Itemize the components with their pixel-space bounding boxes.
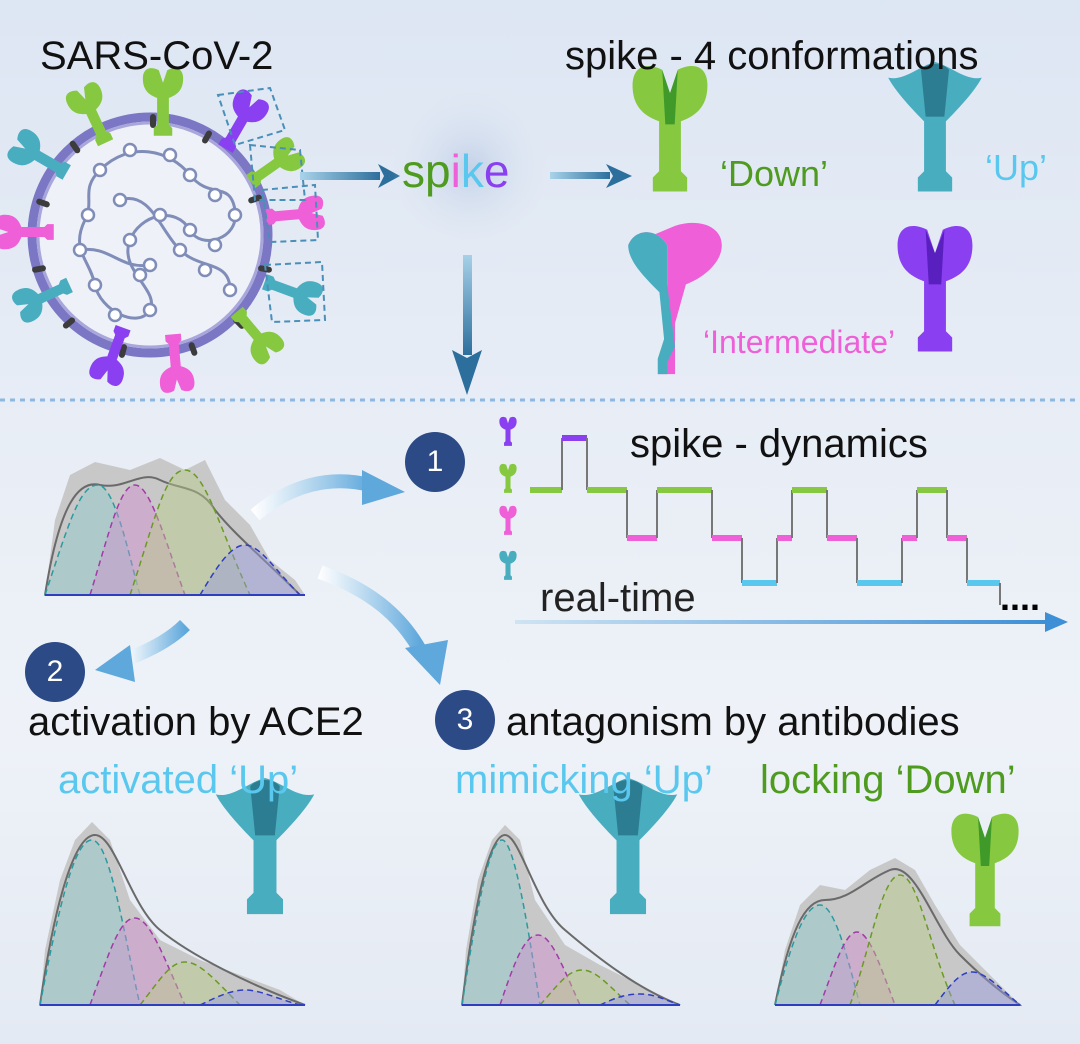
- arrow-spike-down: [452, 255, 482, 395]
- histogram-main: [43, 458, 305, 596]
- spike-letter-s: s: [402, 145, 425, 197]
- up-label: ‘Up’: [985, 147, 1048, 188]
- arrow-spike-to-conformations: [550, 164, 632, 188]
- histogram-locking: [774, 858, 1023, 1006]
- dynamics-trace: [530, 435, 1001, 605]
- curved-arrow-to-3: [317, 565, 448, 685]
- spike-mimicking-up: [578, 778, 678, 915]
- arrow-virus-to-spike: [300, 164, 400, 188]
- spike-letter-i: i: [450, 145, 461, 197]
- dynamics-title: spike - dynamics: [630, 422, 928, 466]
- curved-arrow-to-2: [95, 619, 190, 682]
- activation-title: activation by ACE2: [28, 700, 364, 744]
- spike-letter-p: p: [425, 145, 451, 197]
- spike-ace2-up: [215, 778, 315, 915]
- spike-locking-down: [951, 813, 1019, 927]
- spike-up-conformation: [888, 62, 982, 192]
- step-3-badge: 3: [435, 690, 495, 750]
- spike-intermediate-conformation: [628, 222, 722, 375]
- spike-glow: [392, 90, 548, 246]
- virus-title: SARS-CoV-2: [40, 34, 274, 78]
- realtime-label: real-time: [540, 576, 696, 620]
- antagonism-title: antagonism by antibodies: [506, 700, 960, 744]
- dynamics-legend-icons: [499, 416, 517, 580]
- spike-down-conformation: [632, 66, 708, 192]
- time-axis-arrow: [515, 612, 1068, 632]
- virus-spike-cyan-right: [258, 265, 325, 318]
- highlight-boxes: [216, 86, 327, 324]
- spike-letter-e: e: [483, 145, 510, 197]
- spike-letter-k: k: [460, 145, 484, 197]
- mimicking-up-label: mimicking ‘Up’: [455, 758, 713, 802]
- spike-label: spike: [402, 148, 509, 194]
- intermediate-label: ‘Intermediate’: [703, 324, 896, 360]
- conformations-title: spike - 4 conformations: [565, 34, 979, 78]
- rna-beads: [72, 142, 243, 323]
- histogram-ace2: [39, 822, 306, 1006]
- virus-particle: [0, 68, 327, 394]
- continuation-dots: ....: [1000, 577, 1041, 618]
- step-2-badge: 2: [25, 642, 85, 702]
- locking-down-label: locking ‘Down’: [760, 758, 1016, 802]
- spike-purple-conformation: [897, 226, 973, 352]
- activated-up-label: activated ‘Up’: [58, 758, 299, 802]
- step-1-badge: 1: [405, 432, 465, 492]
- histogram-mimicking: [461, 825, 681, 1006]
- membrane-proteins: [32, 114, 272, 358]
- curved-arrow-to-1: [250, 470, 405, 521]
- down-label: ‘Down’: [720, 153, 829, 194]
